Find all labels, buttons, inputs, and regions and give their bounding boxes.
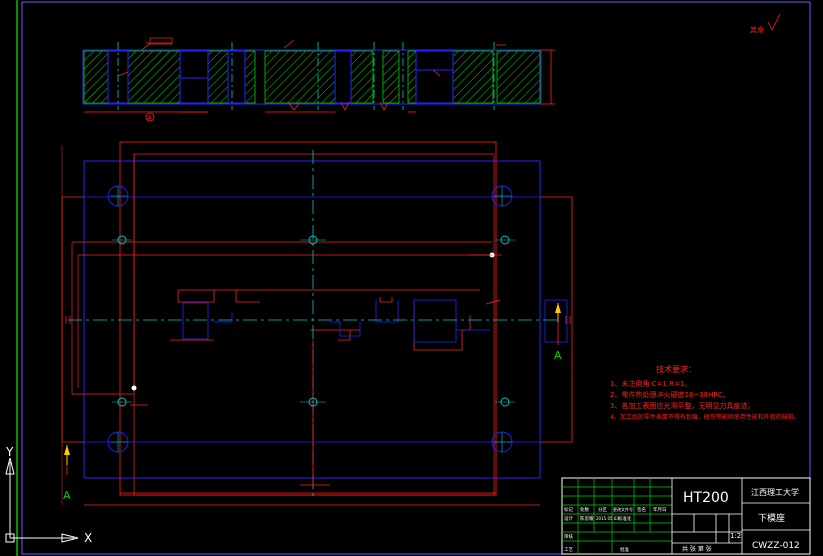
drawing-number-text: CWZZ-012 bbox=[752, 541, 800, 551]
notes-line-4: 4、加工后的零件表面不得有划痕，碰伤等影响使用性能和外观的缺陷。 bbox=[610, 413, 800, 421]
svg-text:处数: 处数 bbox=[580, 506, 589, 513]
svg-text:设计: 设计 bbox=[564, 515, 573, 522]
section-view: A bbox=[82, 37, 555, 122]
notes-line-1: 1、未注倒角 C=1,R=1。 bbox=[610, 379, 691, 388]
axis-x-label: X bbox=[84, 531, 92, 545]
section-label-right: A bbox=[554, 349, 562, 362]
svg-text:标准化: 标准化 bbox=[618, 515, 632, 522]
title-block: HT200 江西理工大学 下模座 CWZZ-012 1:2 共 张 第 张 标记… bbox=[561, 477, 811, 555]
svg-text:批准: 批准 bbox=[620, 546, 629, 553]
ucs-axis-icon[interactable]: Y X bbox=[5, 445, 92, 545]
section-arrow-left: A bbox=[63, 445, 71, 502]
sheet-info-text: 共 张 第 张 bbox=[682, 545, 712, 553]
section-marker-circle bbox=[145, 112, 155, 122]
technical-notes: 技术要求： 1、未注倒角 C=1,R=1。 2、零件热处理淬火硬度28~38HR… bbox=[610, 364, 800, 421]
svg-text:工艺: 工艺 bbox=[564, 547, 573, 553]
scale-text: 1:2 bbox=[730, 532, 741, 540]
svg-text:标记: 标记 bbox=[564, 506, 573, 513]
plan-view: A A bbox=[61, 141, 573, 506]
section-label-left: A bbox=[63, 489, 71, 502]
svg-text:审核: 审核 bbox=[564, 533, 573, 540]
notes-line-3: 3、各加工表面应光滑平整，无明显刀具痕迹。 bbox=[610, 401, 754, 410]
hatch-blocks bbox=[83, 50, 541, 104]
svg-text:2015.05.03: 2015.05.03 bbox=[596, 516, 619, 521]
screw-holes bbox=[117, 235, 510, 407]
svg-text:陈思耀: 陈思耀 bbox=[580, 515, 594, 522]
svg-text:其余: 其余 bbox=[750, 25, 764, 34]
school-text: 江西理工大学 bbox=[751, 487, 799, 497]
material-text: HT200 bbox=[683, 490, 729, 506]
guide-holes bbox=[107, 185, 513, 453]
notes-heading: 技术要求： bbox=[656, 364, 696, 374]
svg-text:年月日: 年月日 bbox=[653, 506, 667, 513]
section-marker-label: A bbox=[148, 115, 153, 122]
svg-text:更改文件号: 更改文件号 bbox=[613, 506, 633, 512]
roughness-other: 其余 bbox=[750, 13, 781, 34]
notes-line-2: 2、零件热处理淬火硬度28~38HRC。 bbox=[610, 390, 730, 399]
svg-text:签名: 签名 bbox=[637, 506, 646, 513]
part-name-text: 下模座 bbox=[758, 512, 785, 524]
axis-y-label: Y bbox=[5, 445, 14, 459]
section-outline bbox=[82, 49, 542, 105]
svg-text:分区: 分区 bbox=[598, 506, 607, 513]
plan-outer-outline bbox=[83, 160, 541, 479]
section-arrow-right: A bbox=[554, 303, 562, 362]
